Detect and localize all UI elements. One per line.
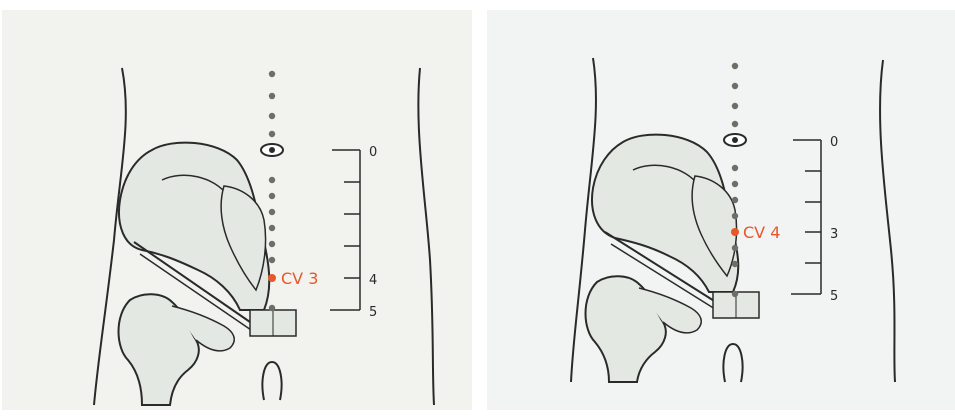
acupoint-marker	[731, 228, 739, 236]
navel-center	[732, 137, 738, 143]
genital-outline	[262, 362, 281, 400]
diagram-panel-cv3: CV 3 0 4 5	[2, 10, 472, 410]
midline-dot	[732, 103, 738, 109]
midline-dot	[732, 197, 738, 203]
torso-outline-left	[94, 68, 126, 405]
midline-dot	[732, 63, 738, 69]
midline-dot	[732, 291, 738, 297]
torso-outline-right	[418, 68, 434, 405]
scale-label-5: 5	[369, 305, 377, 320]
midline-dot	[732, 213, 738, 219]
midline-dot	[269, 241, 275, 247]
midline-dot	[732, 261, 738, 267]
pelvis-illustration: CV 4 0 3 5	[487, 10, 955, 410]
scale-label-3: 3	[830, 227, 838, 242]
navel-center	[269, 147, 275, 153]
proportional-scale	[330, 150, 360, 310]
acupoint-label: CV 4	[743, 223, 780, 242]
midline-dot	[269, 209, 275, 215]
midline-dot	[269, 131, 275, 137]
genital-outline	[723, 344, 742, 382]
proportional-scale	[791, 140, 821, 294]
midline-dot	[269, 113, 275, 119]
midline-dot	[269, 71, 275, 77]
midline-dot	[732, 121, 738, 127]
acupoint-label: CV 3	[281, 269, 318, 288]
midline-dot	[732, 83, 738, 89]
diagram-panel-cv4: CV 4 0 3 5	[487, 10, 955, 410]
acupoint-marker	[268, 274, 276, 282]
scale-label-0: 0	[830, 135, 838, 150]
torso-outline-right	[880, 60, 895, 382]
pelvis-illustration: CV 3 0 4 5	[2, 10, 472, 410]
midline-dot	[269, 193, 275, 199]
midline-dot	[732, 165, 738, 171]
scale-label-0: 0	[369, 145, 377, 160]
midline-dot	[732, 245, 738, 251]
midline-dot	[269, 225, 275, 231]
midline-dot	[269, 177, 275, 183]
scale-label-4: 4	[369, 273, 377, 288]
scale-label-5: 5	[830, 289, 838, 304]
midline-dot	[732, 181, 738, 187]
midline-dot	[269, 93, 275, 99]
midline-dot	[269, 257, 275, 263]
midline-dot	[269, 305, 275, 311]
